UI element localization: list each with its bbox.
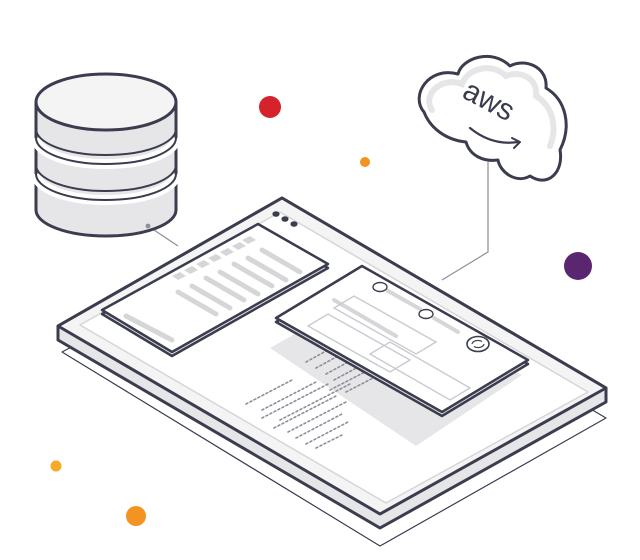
small-orange-dot-left	[50, 460, 62, 472]
window-controls	[272, 211, 298, 227]
orange-dot	[126, 506, 146, 526]
dialog-options	[332, 281, 460, 338]
database-icon	[31, 72, 181, 238]
dialog-panel	[274, 264, 530, 418]
refresh-icon	[471, 339, 485, 349]
dialog-fields	[306, 295, 472, 401]
left-panel	[100, 222, 330, 358]
small-orange-dot	[360, 157, 370, 167]
red-dot	[259, 96, 281, 118]
aws-smile	[468, 126, 520, 144]
decorative-dots	[50, 96, 592, 526]
purple-dot	[564, 252, 592, 280]
refresh-button	[466, 335, 490, 353]
aws-cloud-icon: aws	[417, 55, 568, 182]
